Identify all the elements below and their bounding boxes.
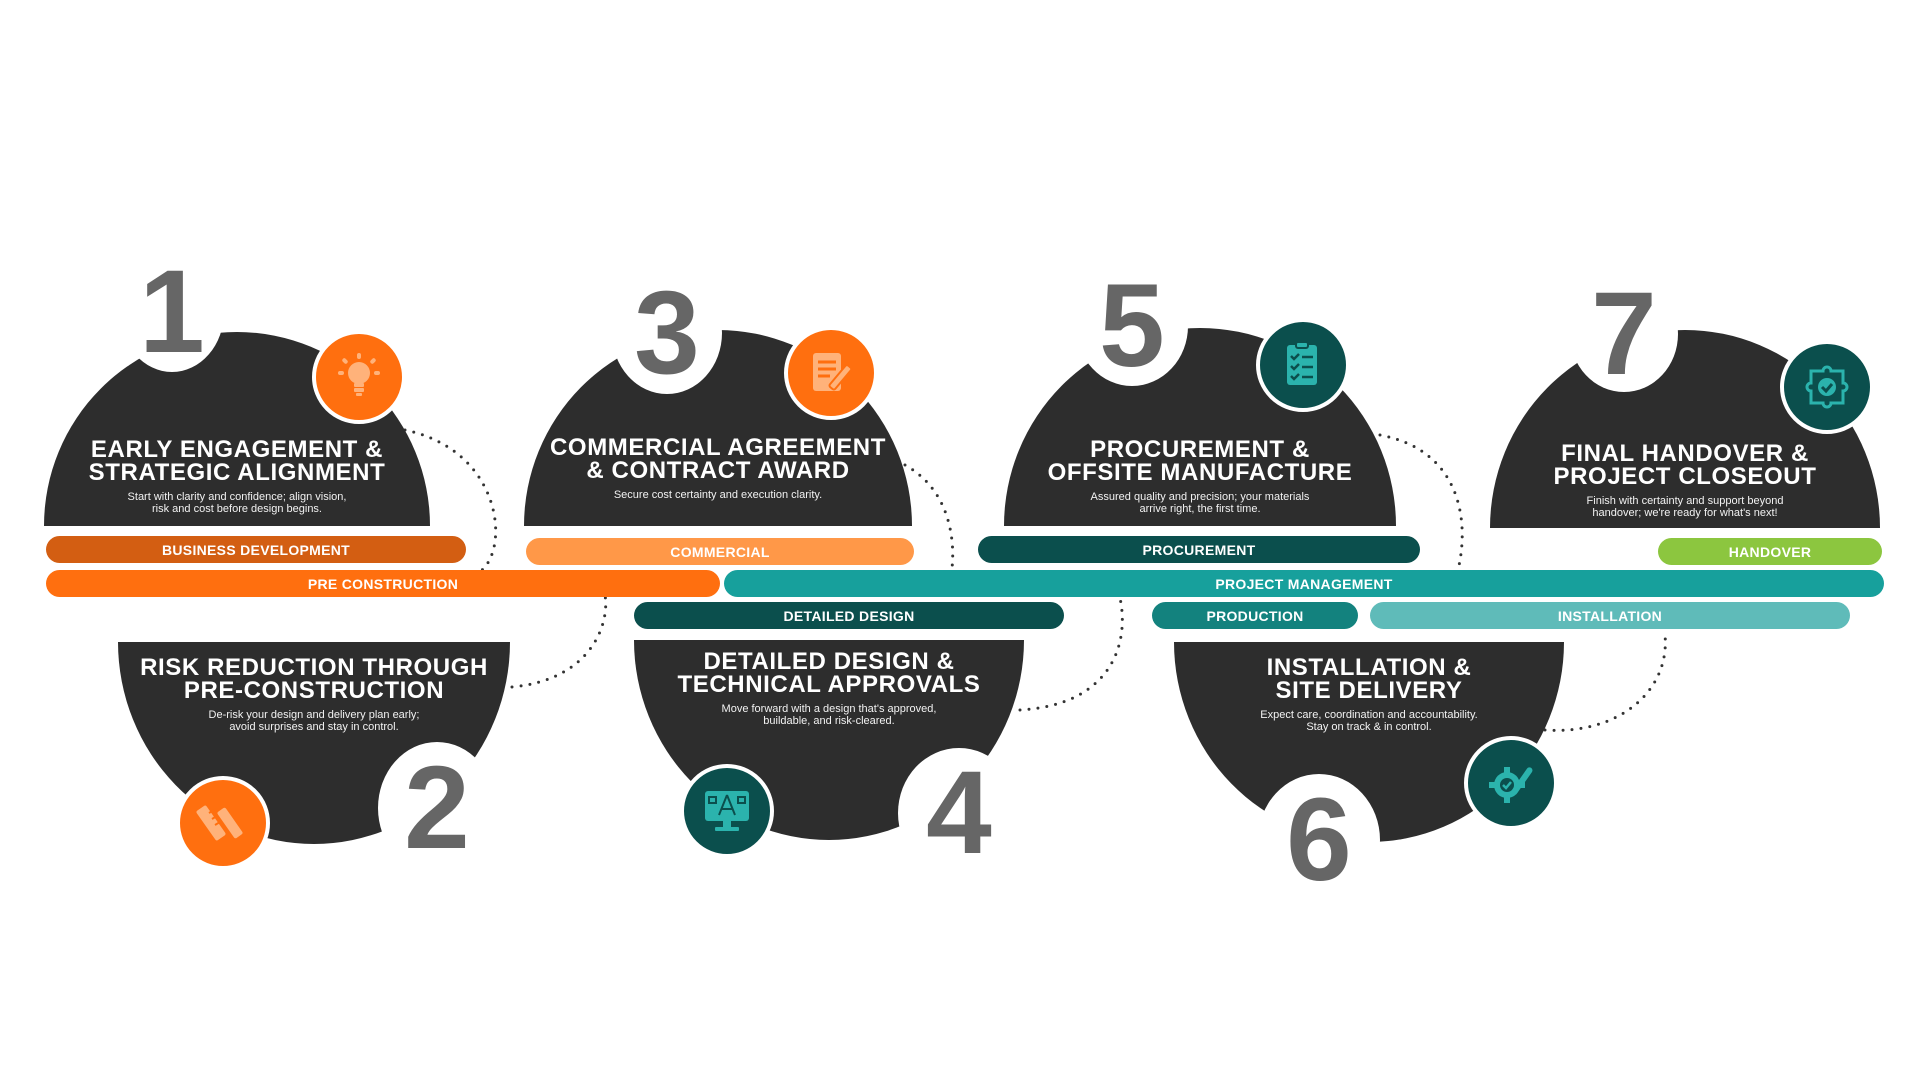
bar-detailed-design: DETAILED DESIGN xyxy=(634,602,1064,629)
stage-description: Start with clarity and confidence; align… xyxy=(127,491,347,515)
bar-installation: INSTALLATION xyxy=(1370,602,1850,629)
stage-title: INSTALLATION & SITE DELIVERY xyxy=(1266,654,1472,704)
gear-wrench-icon xyxy=(1464,736,1558,830)
connector-5-6 xyxy=(1378,433,1464,572)
stage-title: DETAILED DESIGN & TECHNICAL APPROVALS xyxy=(677,648,981,698)
connector-6-7 xyxy=(1543,633,1667,732)
stage-number-1: 1 xyxy=(120,252,224,372)
stage-number-4: 4 xyxy=(898,748,1020,878)
stage-title: FINAL HANDOVER & PROJECT CLOSEOUT xyxy=(1553,440,1817,490)
stage-number-6: 6 xyxy=(1258,774,1380,906)
contract-pencil-icon xyxy=(784,326,878,420)
stage-number-7: 7 xyxy=(1570,275,1678,393)
stage-card-1: EARLY ENGAGEMENT & STRATEGIC ALIGNMENT S… xyxy=(44,332,430,526)
stage-number-5: 5 xyxy=(1076,266,1188,386)
stage-description: De-risk your design and delivery plan ea… xyxy=(208,709,420,733)
stage-number-3: 3 xyxy=(612,272,722,394)
bar-project-management: PROJECT MANAGEMENT xyxy=(724,570,1884,597)
design-monitor-icon xyxy=(680,764,774,858)
stage-description: Secure cost certainty and execution clar… xyxy=(613,489,823,501)
bar-pre-construction: PRE CONSTRUCTION xyxy=(46,570,720,597)
bar-procurement: PROCUREMENT xyxy=(978,536,1420,563)
puzzle-check-icon xyxy=(1780,340,1874,434)
clipboard-checklist-icon xyxy=(1256,318,1350,412)
bar-business-development: BUSINESS DEVELOPMENT xyxy=(46,536,466,563)
bar-commercial: COMMERCIAL xyxy=(526,538,914,565)
stage-description: Move forward with a design that's approv… xyxy=(721,703,937,727)
stage-number-2: 2 xyxy=(378,742,496,874)
bar-production: PRODUCTION xyxy=(1152,602,1358,629)
bar-handover: HANDOVER xyxy=(1658,538,1882,565)
lightbulb-icon xyxy=(312,330,406,424)
stage-title: COMMERCIAL AGREEMENT & CONTRACT AWARD xyxy=(550,434,886,484)
connector-4-5 xyxy=(1018,596,1124,712)
stage-title: RISK REDUCTION THROUGH PRE-CONSTRUCTION xyxy=(140,654,488,704)
stage-description: Assured quality and precision; your mate… xyxy=(1090,491,1310,515)
stage-description: Expect care, coordination and accountabi… xyxy=(1260,709,1478,733)
connector-2-3 xyxy=(510,593,608,689)
ruler-pencil-icon xyxy=(176,776,270,870)
stage-description: Finish with certainty and support beyond… xyxy=(1586,495,1784,519)
stage-title: PROCUREMENT & OFFSITE MANUFACTURE xyxy=(1047,436,1353,486)
stage-title: EARLY ENGAGEMENT & STRATEGIC ALIGNMENT xyxy=(88,436,386,486)
